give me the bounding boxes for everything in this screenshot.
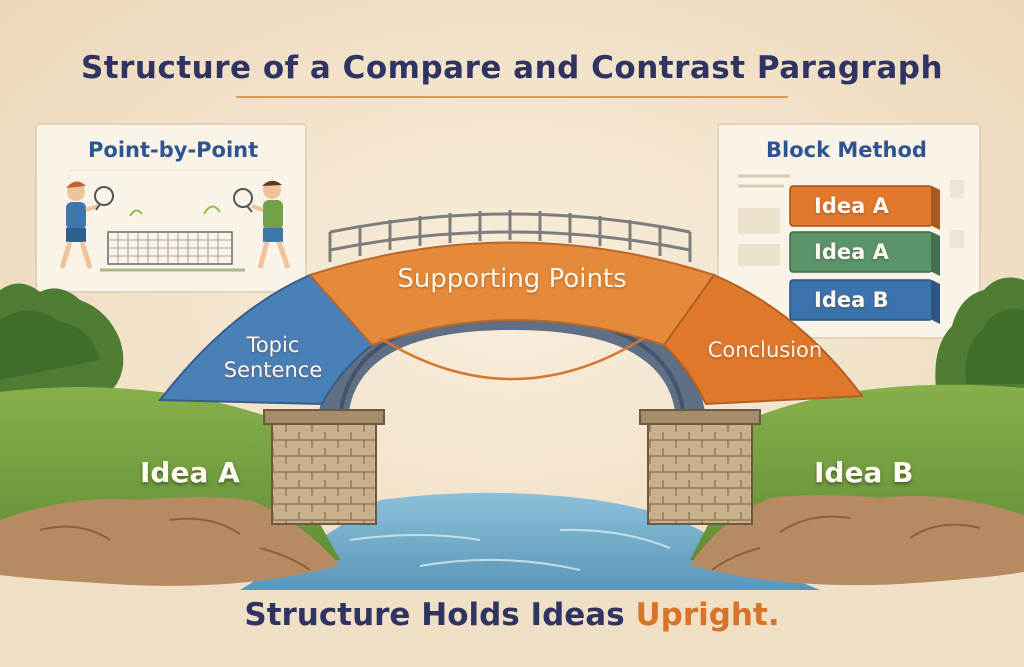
right-bank <box>690 384 1024 586</box>
block-1-side <box>932 186 940 230</box>
right-bush <box>935 277 1024 388</box>
block-method-title: Block Method <box>766 138 927 162</box>
conclusion-label: Conclusion <box>707 338 823 362</box>
bridge-railing <box>328 210 692 262</box>
river <box>240 492 820 590</box>
right-bank-label: Idea B <box>814 456 914 489</box>
left-pier <box>263 409 385 525</box>
block-label-3: Idea B <box>814 288 889 312</box>
bridge-deck <box>157 241 864 406</box>
tagline: Structure Holds Ideas Upright. <box>0 597 1024 633</box>
tagline-accent: Upright. <box>635 597 780 633</box>
page-title: Structure of a Compare and Contrast Para… <box>80 50 944 86</box>
title-divider <box>236 96 788 98</box>
left-bank-label: Idea A <box>140 456 240 489</box>
tagline-main: Structure Holds Ideas <box>244 597 625 633</box>
block-label-1: Idea A <box>814 194 889 218</box>
block-2-side <box>932 232 940 276</box>
block-stack <box>789 185 940 324</box>
right-pier <box>639 409 761 525</box>
player-left-icon <box>59 181 114 269</box>
player-right-icon <box>233 180 291 269</box>
topic-sentence-label: Topic Sentence <box>223 333 323 382</box>
conclusion-segment <box>662 273 864 406</box>
block-label-2: Idea A <box>814 240 889 264</box>
block-3 <box>789 279 933 321</box>
tennis-net-icon <box>100 231 245 272</box>
block-1 <box>789 185 933 227</box>
left-bush <box>0 283 124 392</box>
left-bank <box>0 387 340 586</box>
supporting-points-label: Supporting Points <box>397 264 627 294</box>
block-3-side <box>932 280 940 324</box>
point-by-point-title: Point-by-Point <box>88 138 259 162</box>
block-2 <box>789 231 933 273</box>
topic-sentence-segment <box>157 273 374 406</box>
point-by-point-card <box>35 123 307 293</box>
